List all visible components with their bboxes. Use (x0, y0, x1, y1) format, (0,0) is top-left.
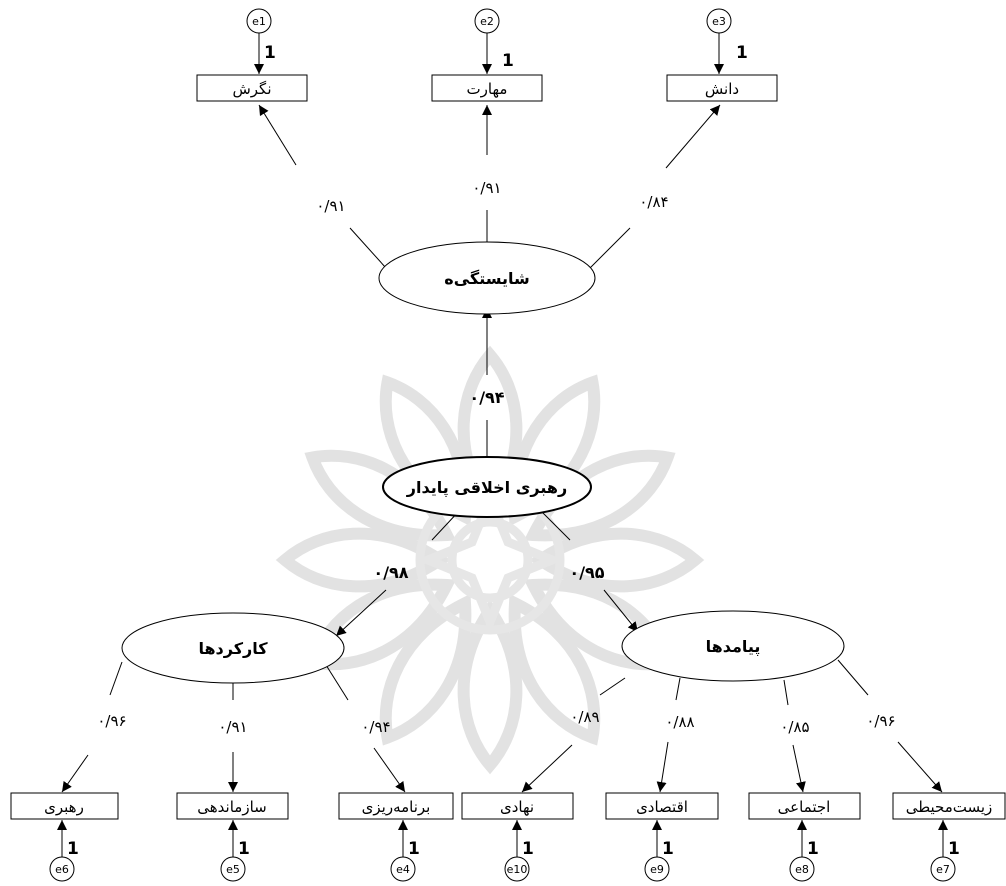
error-label-e1: e1 (252, 15, 266, 28)
error-e10: e10 (504, 856, 530, 882)
indicator-institutional-label: نهادی (500, 798, 534, 816)
error-e5: e5 (220, 856, 246, 882)
watermark-logo (285, 345, 695, 765)
indicator-knowledge-label: دانش (705, 80, 739, 98)
latent-competency: شایستگی‌ه (378, 241, 596, 315)
indicator-knowledge: دانش (666, 74, 778, 102)
fixed-loading-e7: 1 (948, 839, 960, 859)
error-e2: e2 (474, 8, 500, 34)
indicator-planning: برنامه‌ریزی (338, 792, 454, 820)
indicator-leadership-label: رهبری (44, 798, 84, 816)
coef-economic: ۰/۸۸ (665, 713, 694, 731)
coef-institutional: ۰/۸۹ (570, 708, 599, 726)
fixed-loading-e9: 1 (662, 839, 674, 859)
error-label-e2: e2 (480, 15, 494, 28)
error-e7: e7 (930, 856, 956, 882)
fixed-loading-e6: 1 (67, 839, 79, 859)
error-label-e9: e9 (650, 863, 664, 876)
error-label-e6: e6 (55, 863, 69, 876)
coef-center-to-functions: ۰/۹۸ (373, 563, 408, 582)
indicator-skill: مهارت (431, 74, 543, 102)
fixed-loading-e4: 1 (408, 839, 420, 859)
error-label-e3: e3 (712, 15, 726, 28)
error-e4: e4 (390, 856, 416, 882)
error-e8: e8 (789, 856, 815, 882)
coef-skill: ۰/۹۱ (472, 179, 501, 197)
latent-center-label: رهبری اخلاقی پایدار (406, 478, 567, 498)
coef-center-to-competency: ۰/۹۴ (469, 388, 504, 407)
fixed-loading-e10: 1 (522, 839, 534, 859)
coef-leadership: ۰/۹۶ (97, 712, 126, 730)
error-label-e10: e10 (507, 863, 528, 876)
fixed-loading-e2: 1 (502, 51, 514, 71)
indicator-organizing-label: سازماندهی (197, 798, 266, 816)
indicator-environmental: زیست‌محیطی (892, 792, 1006, 820)
indicator-organizing: سازماندهی (176, 792, 289, 820)
error-label-e8: e8 (795, 863, 809, 876)
error-label-e7: e7 (936, 863, 950, 876)
coef-center-to-outcomes: ۰/۹۵ (569, 563, 604, 582)
indicator-economic-label: اقتصادی (636, 798, 688, 816)
indicator-leadership: رهبری (10, 792, 119, 820)
coef-knowledge: ۰/۸۴ (639, 193, 668, 211)
error-e9: e9 (644, 856, 670, 882)
error-label-e4: e4 (396, 863, 410, 876)
fixed-loading-e1: 1 (264, 43, 276, 63)
fixed-loading-e8: 1 (807, 839, 819, 859)
error-e1: e1 (246, 8, 272, 34)
latent-outcomes-label: پیامدها (706, 637, 761, 657)
indicator-environmental-label: زیست‌محیطی (906, 798, 993, 816)
indicator-skill-label: مهارت (467, 80, 508, 98)
error-label-e5: e5 (226, 863, 240, 876)
indicator-social-label: اجتماعی (778, 798, 831, 816)
latent-functions: کارکردها (121, 612, 345, 684)
coef-social: ۰/۸۵ (780, 718, 809, 736)
latent-competency-label: شایستگی‌ه (444, 269, 530, 288)
indicator-economic: اقتصادی (605, 792, 719, 820)
indicator-institutional: نهادی (461, 792, 574, 820)
latent-outcomes: پیامدها (621, 610, 845, 682)
indicator-attitude-label: نگرش (232, 80, 271, 98)
fixed-loading-e5: 1 (238, 839, 250, 859)
latent-sustainable-ethical-leadership: رهبری اخلاقی پایدار (382, 456, 592, 518)
error-e6: e6 (49, 856, 75, 882)
indicator-planning-label: برنامه‌ریزی (362, 798, 431, 816)
error-e3: e3 (706, 8, 732, 34)
coef-environmental: ۰/۹۶ (866, 712, 895, 730)
indicator-attitude: نگرش (196, 74, 308, 102)
coef-planning: ۰/۹۴ (361, 718, 390, 736)
indicator-social: اجتماعی (748, 792, 861, 820)
coef-attitude: ۰/۹۱ (316, 197, 345, 215)
latent-functions-label: کارکردها (198, 639, 268, 658)
fixed-loading-e3: 1 (736, 43, 748, 63)
coef-organizing: ۰/۹۱ (218, 718, 247, 736)
